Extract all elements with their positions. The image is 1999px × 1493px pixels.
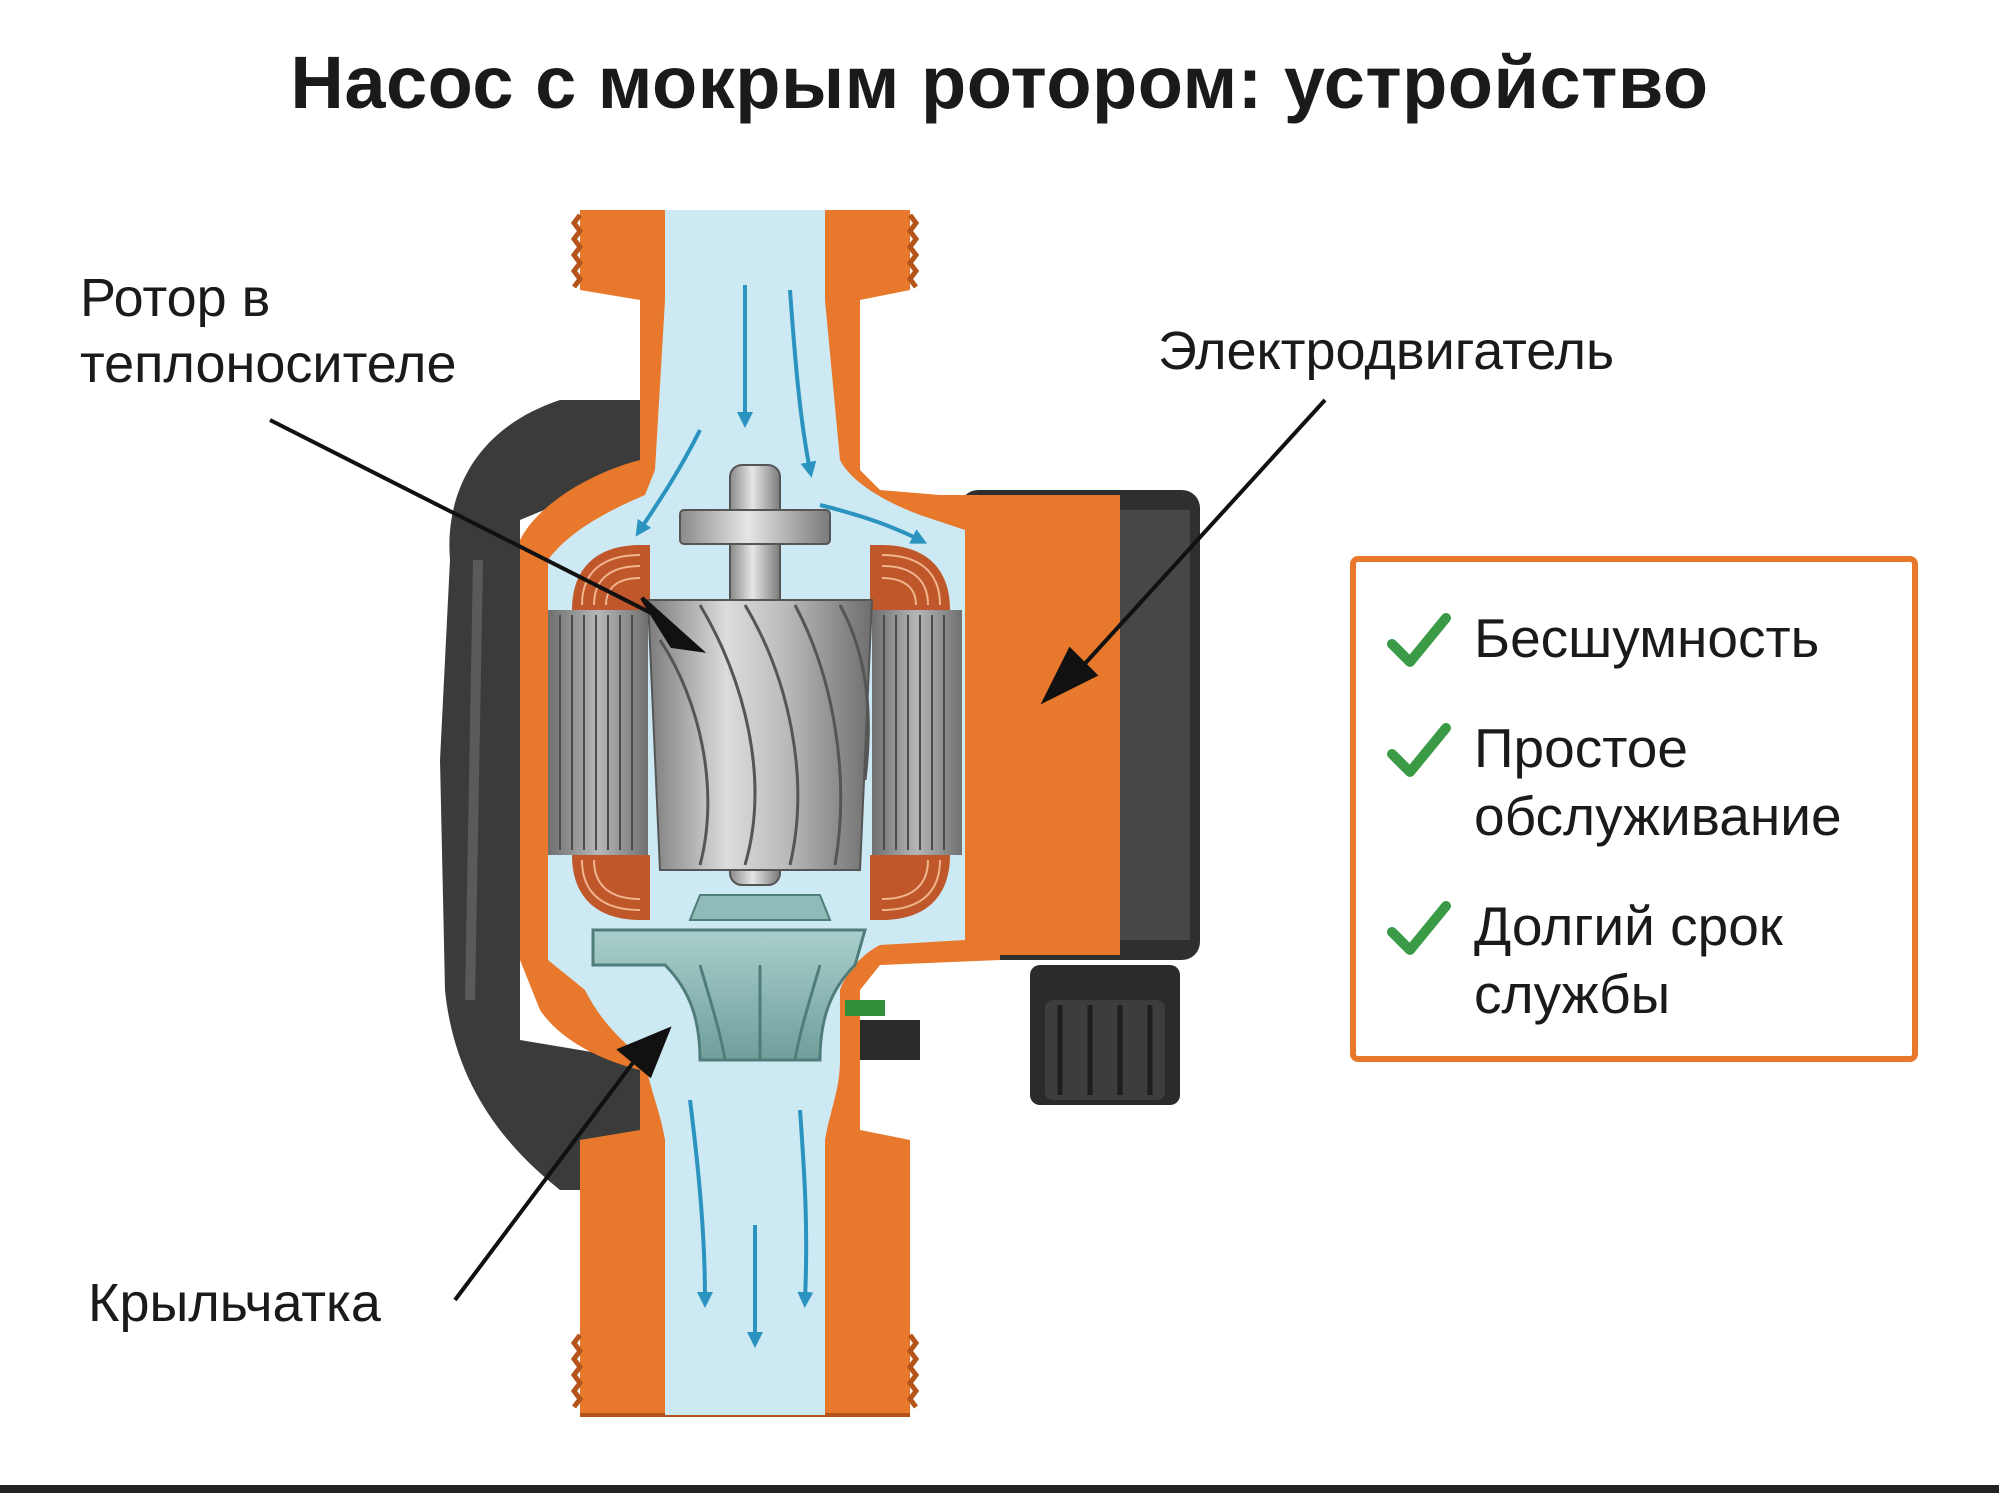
label-rotor: Ротор в теплоносителе [80,268,457,394]
benefit-text: Бесшумность [1474,607,1820,669]
check-icon [1387,723,1451,777]
benefit-item: Простое обслуживание [1386,714,1842,850]
pointer-arrow-icon [453,1038,652,1302]
pointer-arrow-icon [640,596,707,653]
rotor [646,599,874,871]
stator-core [548,610,962,855]
pointer-arrow-icon [616,1026,672,1079]
flow-arrow-icon [635,429,702,537]
check-icon [1387,613,1451,667]
impeller [591,894,920,1062]
dark-casing [440,400,650,1190]
bottom-border [0,1485,1999,1493]
pointer-arrow-icon [1040,646,1099,705]
pointer-arrows [269,398,1327,1302]
benefit-item: Бесшумность [1386,604,1819,674]
diagram-title: Насос с мокрым ротором: устройство [290,41,1709,124]
benefits-box: Бесшумность Простое обслуживание Долгий … [1350,556,1918,1062]
check-icon [1387,901,1451,955]
label-impeller: Крыльчатка [88,1273,381,1333]
pointer-arrow-icon [269,418,656,617]
label-motor: Электродвигатель [1158,321,1615,381]
benefit-item: Долгий срок службы [1386,892,1783,1028]
stator-windings [572,545,950,920]
flow-arrow-icon [819,503,928,544]
flow-arrow-icon [797,1109,814,1308]
benefit-text: Долгий срок службы [1474,895,1783,1025]
flow-arrow-icon [788,289,817,478]
flow-arrows [635,285,928,1348]
flow-arrow-icon [688,1099,713,1308]
pointer-arrow-icon [1068,398,1327,682]
benefit-text: Простое обслуживание [1474,717,1842,847]
